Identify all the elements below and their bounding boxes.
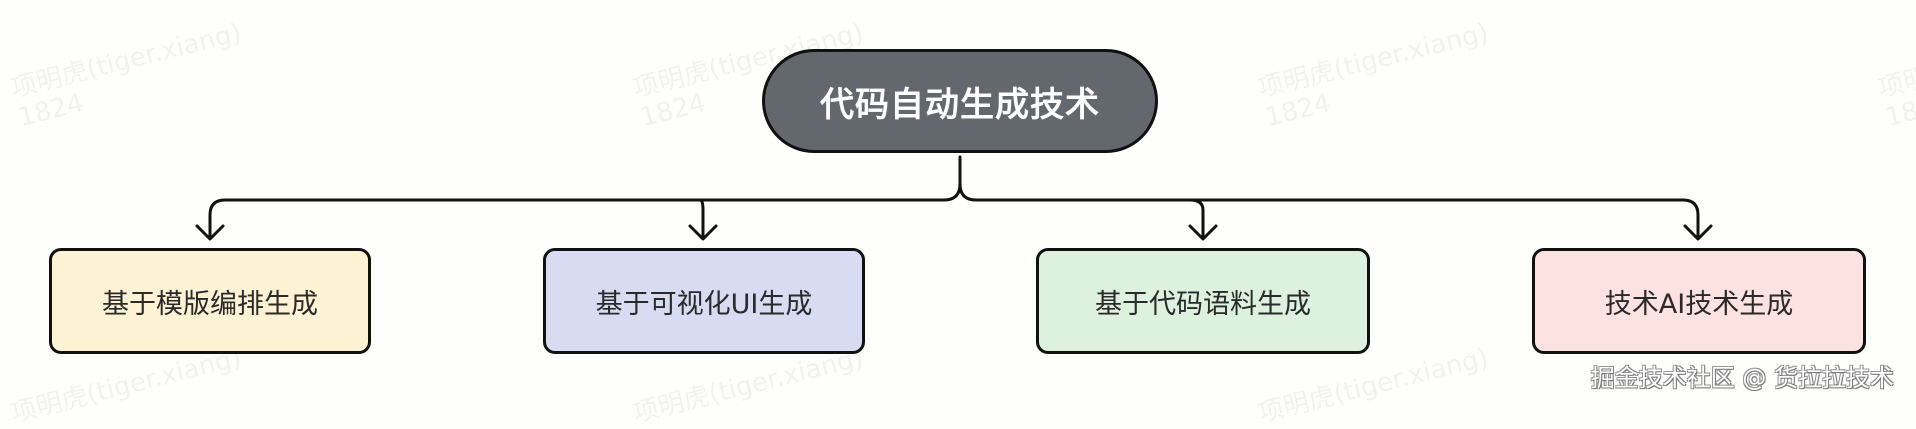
connector-1: [208, 155, 962, 240]
arrow-down-icon: [688, 224, 718, 241]
arrow-down-icon: [1188, 224, 1218, 241]
child-node-label: 基于代码语料生成: [1095, 288, 1311, 320]
root-node-label: 代码自动生成技术: [820, 84, 1100, 125]
child-node-label: 技术AI技术生成: [1604, 288, 1794, 320]
child-node-label: 基于可视化UI生成: [595, 288, 813, 320]
footer-credit: 掘金技术社区 @ 货拉拉技术: [1590, 364, 1894, 392]
connector-lines: [195, 155, 1713, 241]
child-node-template: 基于模版编排生成: [49, 248, 371, 354]
child-node-visual-ui: 基于可视化UI生成: [543, 248, 865, 354]
connector-2: [698, 198, 705, 240]
child-node-label: 基于模版编排生成: [102, 288, 318, 320]
connector-3: [1188, 198, 1205, 240]
arrow-down-icon: [1683, 224, 1713, 241]
arrow-down-icon: [195, 224, 225, 241]
root-node: 代码自动生成技术: [762, 49, 1158, 153]
child-node-ai: 技术AI技术生成: [1532, 248, 1866, 354]
child-node-code-corpus: 基于代码语料生成: [1036, 248, 1370, 354]
connector-4: [958, 182, 1700, 240]
